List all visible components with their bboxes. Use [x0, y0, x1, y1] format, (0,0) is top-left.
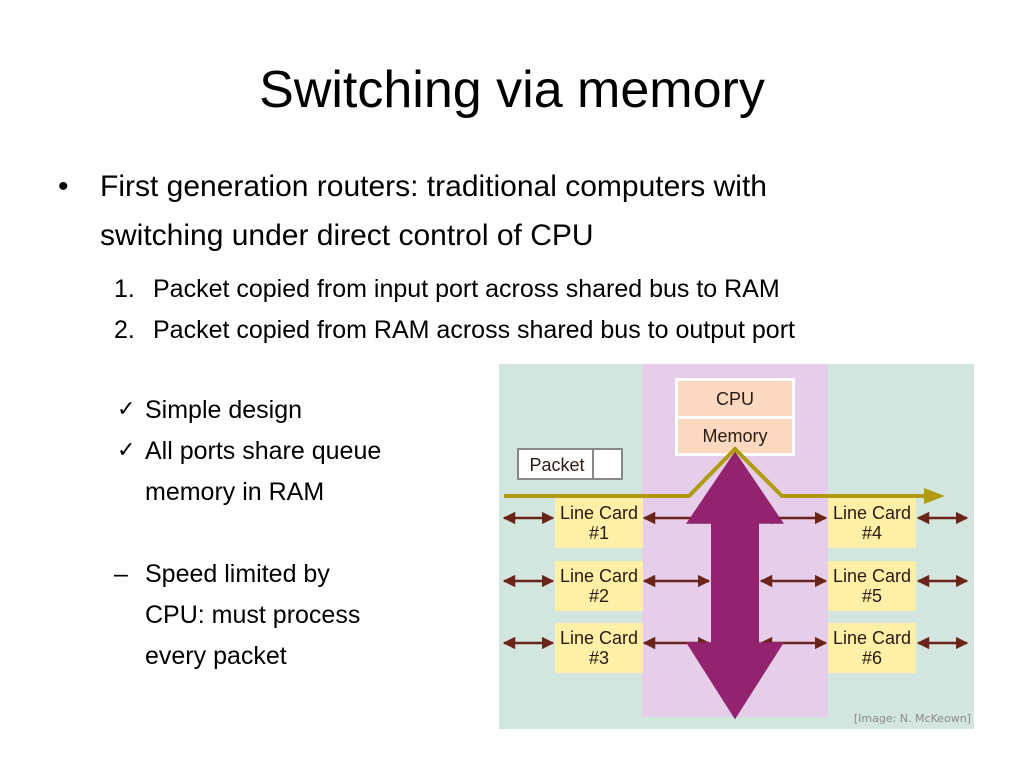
line-card-label: Line Card — [833, 628, 911, 648]
line-card-3: Line Card#3 — [555, 623, 643, 673]
line-card-number: #3 — [589, 648, 609, 668]
line-card-label: Line Card — [833, 503, 911, 523]
step-number: 2. — [114, 316, 135, 344]
step-text: Packet copied from input port across sha… — [153, 275, 780, 303]
pro-text: memory in RAM — [145, 478, 325, 506]
pro-text: Simple design — [145, 396, 303, 424]
packet-label: Packet — [529, 455, 584, 475]
line-card-4: Line Card#4 — [828, 498, 916, 548]
line-card-label: Line Card — [560, 503, 638, 523]
line-card-number: #1 — [589, 523, 609, 543]
line-card-label: Line Card — [833, 566, 911, 586]
line-card-label: Line Card — [560, 628, 638, 648]
line-card-box — [828, 498, 916, 548]
memory-label: Memory — [702, 426, 767, 446]
cpu-label: CPU — [716, 389, 754, 409]
con-text: CPU: must process — [145, 601, 361, 629]
line-card-2: Line Card#2 — [555, 561, 643, 611]
image-credit: [Image: N. McKeown] — [854, 712, 971, 725]
packet-path-line — [504, 446, 929, 498]
dash-marker: – — [114, 560, 128, 588]
step-number: 1. — [114, 275, 135, 303]
line-card-1: Line Card#1 — [555, 498, 643, 548]
shared-bus-arrow — [686, 451, 784, 720]
packet-path-arrowhead — [924, 488, 945, 504]
step-text: Packet copied from RAM across shared bus… — [153, 316, 795, 344]
line-card-number: #6 — [862, 648, 882, 668]
checkmark-icon: ✓ — [117, 396, 136, 421]
line-card-number: #5 — [862, 586, 882, 606]
cpu-box — [678, 381, 792, 416]
bullet-text-line1: First generation routers: traditional co… — [100, 170, 767, 203]
bullet-marker: • — [58, 170, 69, 203]
line-card-6: Line Card#6 — [828, 623, 916, 673]
con-text: Speed limited by — [145, 560, 330, 588]
pro-text: All ports share queue — [145, 437, 382, 465]
line-card-box — [555, 498, 643, 548]
packet-box — [517, 448, 623, 480]
line-card-box — [555, 561, 643, 611]
line-card-box — [828, 623, 916, 673]
slide-title: Switching via memory — [259, 61, 765, 119]
checkmark-icon: ✓ — [117, 437, 136, 462]
con-text: every packet — [145, 642, 287, 670]
line-card-box — [555, 623, 643, 673]
line-card-label: Line Card — [560, 566, 638, 586]
bullet-text-line2: switching under direct control of CPU — [100, 219, 594, 252]
line-card-number: #2 — [589, 586, 609, 606]
line-card-box — [828, 561, 916, 611]
line-card-5: Line Card#5 — [828, 561, 916, 611]
line-card-number: #4 — [862, 523, 882, 543]
